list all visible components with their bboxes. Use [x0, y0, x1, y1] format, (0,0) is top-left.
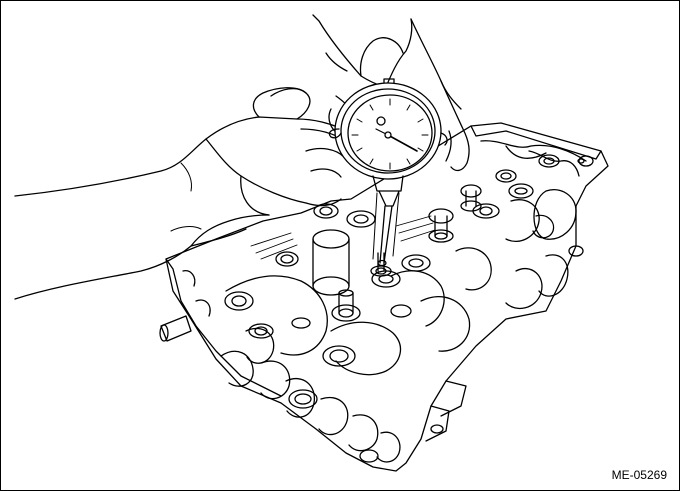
figure-code: ME-05269 [611, 468, 667, 482]
dial-needle [387, 134, 418, 152]
valve-lifter-bores [248, 154, 594, 367]
left-hand [14, 87, 347, 300]
cylinder-head [159, 122, 609, 472]
dial-gauge [328, 78, 448, 267]
dial-scale-ticks [351, 98, 429, 170]
